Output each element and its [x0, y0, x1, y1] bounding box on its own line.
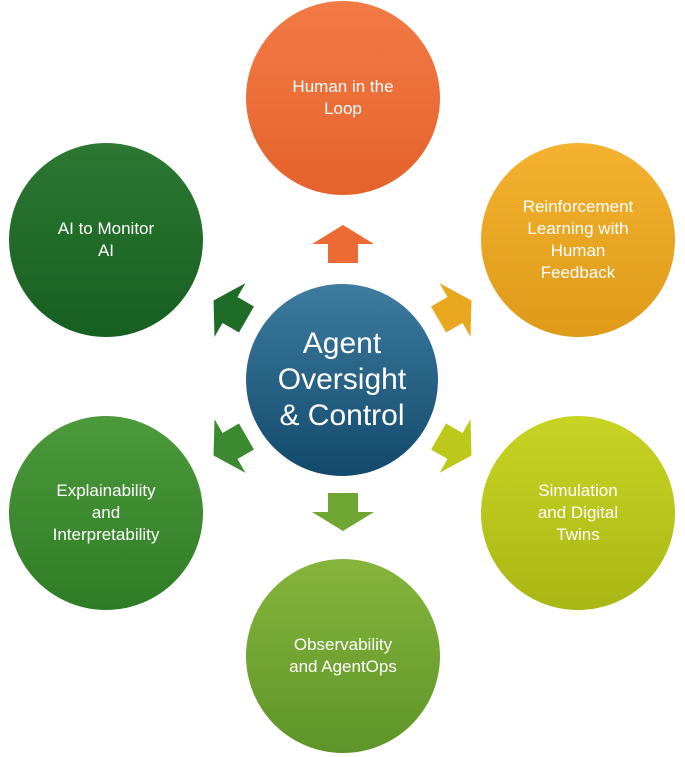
nodes-layer [9, 1, 675, 753]
center-label: Agent Oversight & Control [277, 327, 407, 432]
center-circle [246, 284, 438, 476]
arrow-to-explainability-interpretability [213, 419, 254, 473]
node-circle-explainability-interpretability [9, 416, 203, 610]
node-label-explainability-interpretability: Explainability and Interpretability [52, 480, 160, 545]
node-label-rlhf: Reinforcement Learning with Human Feedba… [522, 196, 634, 283]
arrows-layer [213, 225, 472, 531]
node-circle-simulation-digital-twins [481, 416, 675, 610]
node-label-ai-to-monitor-ai: AI to Monitor AI [57, 218, 155, 260]
arrow-to-rlhf [431, 283, 472, 337]
node-label-human-in-the-loop: Human in the Loop [292, 76, 394, 118]
node-circle-rlhf [481, 143, 675, 337]
arrow-to-observability-agentops [312, 493, 374, 531]
node-label-simulation-digital-twins: Simulation and Digital Twins [537, 480, 619, 545]
arrow-to-ai-to-monitor-ai [213, 283, 254, 337]
node-circle-ai-to-monitor-ai [9, 143, 203, 337]
arrow-to-simulation-digital-twins [431, 419, 472, 473]
node-circle-observability-agentops [246, 559, 440, 753]
node-label-observability-agentops: Observability and AgentOps [289, 634, 397, 676]
arrow-to-human-in-the-loop [312, 225, 374, 263]
node-circle-human-in-the-loop [246, 1, 440, 195]
